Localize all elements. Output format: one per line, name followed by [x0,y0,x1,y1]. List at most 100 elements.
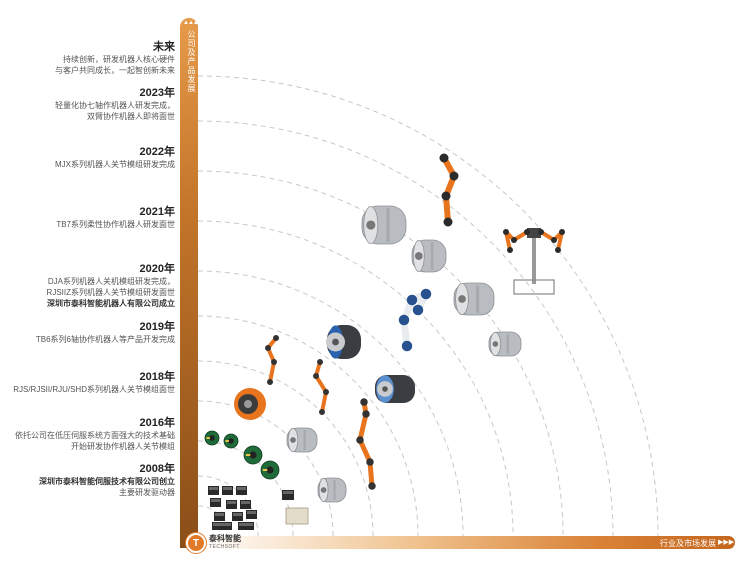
drive-top [223,487,232,490]
drive-body [208,486,219,495]
arm-joint [323,389,329,395]
arm-joint [401,340,413,352]
encoder-board-illustration [285,507,309,525]
driver-board-illustration [204,430,220,446]
arc-line [197,170,564,537]
timeline-entry-2019: 2019年 TB6系列6轴协作机器人等产品开发完成 [0,320,175,345]
motor-hub [492,341,499,347]
timeline-line: TB6系列6轴协作机器人等产品开发完成 [35,335,175,344]
timeline-line: 持续创新，研发机器人核心硬件 [63,55,175,64]
arm-joint [559,229,565,235]
robot-arm-6axis-illustration [356,398,376,490]
timeline-entry-2021: 2021年 TB7系列柔性协作机器人研发面世 [0,205,175,230]
arc-line [197,120,614,537]
arm-joint [441,191,451,201]
timeline-line: 依托公司在低压伺服系统方面强大的技术基础 [15,431,175,440]
timeline-year: 2008年 [139,463,175,475]
timeline-entry-future: 未来 持续创新，研发机器人核心硬件 与客户共同成长，一起智创新未来 [0,40,175,76]
motor-ring [386,208,390,242]
arm-link [504,230,529,252]
motor-hub [290,437,296,443]
arm-joint [368,482,376,490]
drive-top [211,499,220,502]
arm-joint [313,373,319,379]
drive-top [241,501,250,504]
arm-joint [511,237,517,243]
arc-line [197,315,419,537]
joint-module-illustration [361,205,407,245]
arc-line [197,400,334,537]
servo-drive-illustration [232,512,243,521]
drive-body [240,500,251,509]
drive-body [232,512,243,521]
company-logo: T 泰科智能 TECHSOFT [186,533,241,553]
timeline-year: 2021年 [139,206,175,218]
arm-joint [406,294,418,306]
joint-module-illustration [317,477,347,503]
arm-joint [443,217,453,227]
drive-top [233,513,242,516]
arm-joint [398,314,410,326]
timeline-line: 深圳市泰科智能机器人有限公司成立 [47,299,175,308]
arm-joint [265,345,271,351]
timeline-year: 未来 [153,41,175,53]
drive-body [282,490,294,500]
drive-top [227,501,236,504]
arm-joint [507,247,513,253]
timeline-year: 2016年 [139,417,175,429]
timeline-line: TB7系列柔性协作机器人研发面世 [56,220,175,229]
board-pin [262,469,268,471]
dual-arm-right-illustration [538,229,565,253]
timeline-year: 2020年 [139,263,175,275]
arc-line [197,270,464,537]
drive-top [283,491,293,494]
drive-top [237,487,246,490]
logo-name-cn: 泰科智能 [209,534,241,543]
timeline-line: 主要研发驱动器 [119,488,175,497]
arm-link [441,155,457,225]
drive-top [239,523,253,526]
market-development-label: 行业及市场发展 [660,539,716,548]
motor-hub [382,386,388,392]
logo-mark-icon: T [186,533,206,553]
arm-joint [503,229,509,235]
motor-ring [506,334,510,354]
dual-arm-robot-illustration [513,228,555,295]
arm-joint [271,359,277,365]
arm-joint [267,379,273,385]
joint-module-hub [244,400,252,408]
servo-drive-illustration [236,486,247,495]
arm-joint [412,304,424,316]
robot-torso [527,228,541,238]
timeline-line: DJA系列机器人关机模组研发完成， [47,277,175,286]
dark-joint-module-illustration [375,375,415,403]
arm-joint [366,458,374,466]
arm-link [314,360,328,414]
company-development-axis [180,18,198,548]
arm-joint [360,398,368,406]
driver-board-illustration [243,445,263,465]
joint-module-illustration [411,239,447,273]
timeline-line: MJX系列机器人关节模组研发完成 [55,160,175,169]
arm-joint [356,436,364,444]
motor-hub [458,295,466,303]
drive-top [215,513,224,516]
servo-drive-illustration [238,522,254,530]
drive-body [246,510,257,519]
servo-drive-illustration [212,522,232,530]
servo-drive-illustration [226,500,237,509]
servo-drive-illustration [246,510,257,519]
arm-joint [551,237,557,243]
timeline-entry-2022: 2022年 MJX系列机器人关节模组研发完成 [0,145,175,170]
timeline-year: 2019年 [139,321,175,333]
servo-drive-illustration [214,512,225,521]
arm-link [266,336,278,384]
up-arrows-icon: ▲▲▲ [183,20,199,26]
arm-joint [362,410,370,418]
joint-module-illustration [286,427,318,453]
timeline-line: 双臂协作机器人即将面世 [87,112,175,121]
company-development-label: 公司及产品发展 [187,30,196,93]
drive-top [209,487,218,490]
